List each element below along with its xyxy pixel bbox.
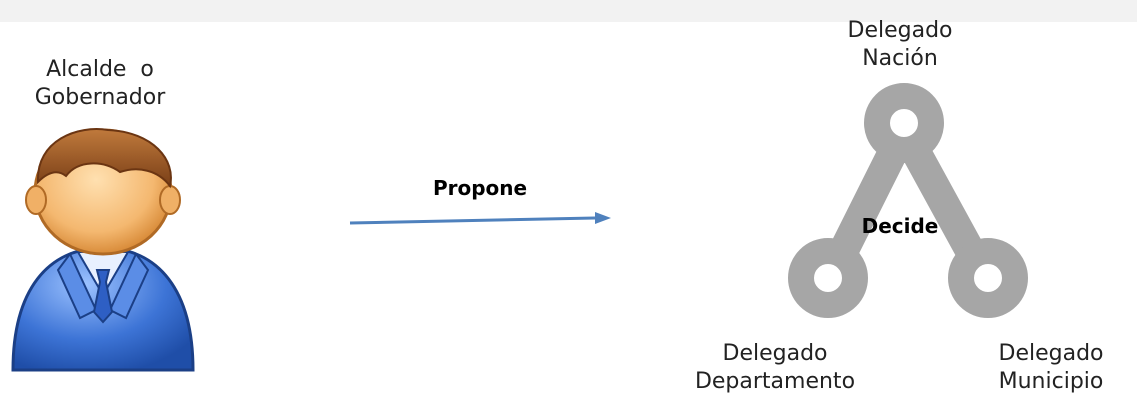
actor-label-alcalde: Alcalde o Gobernador: [0, 56, 200, 112]
node-label-municipio-line1: Delegado: [998, 341, 1104, 366]
node-label-departamento-line1: Delegado: [722, 341, 828, 366]
group-label-decide: Decide: [861, 214, 939, 238]
node-label-departamento-line2: Departamento: [694, 369, 856, 394]
node-label-departamento: Delegado Departamento: [650, 340, 900, 396]
relation-label-propone: Propone: [432, 176, 528, 200]
actor-label-line1: Alcalde o: [46, 57, 154, 82]
actor-label-line2: Gobernador: [34, 85, 166, 110]
node-label-nacion: Delegado Nación: [780, 17, 1020, 73]
person-avatar-icon: [11, 128, 195, 372]
node-label-nacion-line1: Delegado: [847, 18, 953, 43]
node-label-municipio: Delegado Municipio: [965, 340, 1137, 396]
node-label-municipio-line2: Municipio: [998, 369, 1104, 394]
node-label-nacion-line2: Nación: [862, 46, 938, 71]
network-icon: [788, 83, 1028, 318]
top-band: [0, 0, 1137, 22]
arrow-right-icon: [349, 212, 611, 225]
